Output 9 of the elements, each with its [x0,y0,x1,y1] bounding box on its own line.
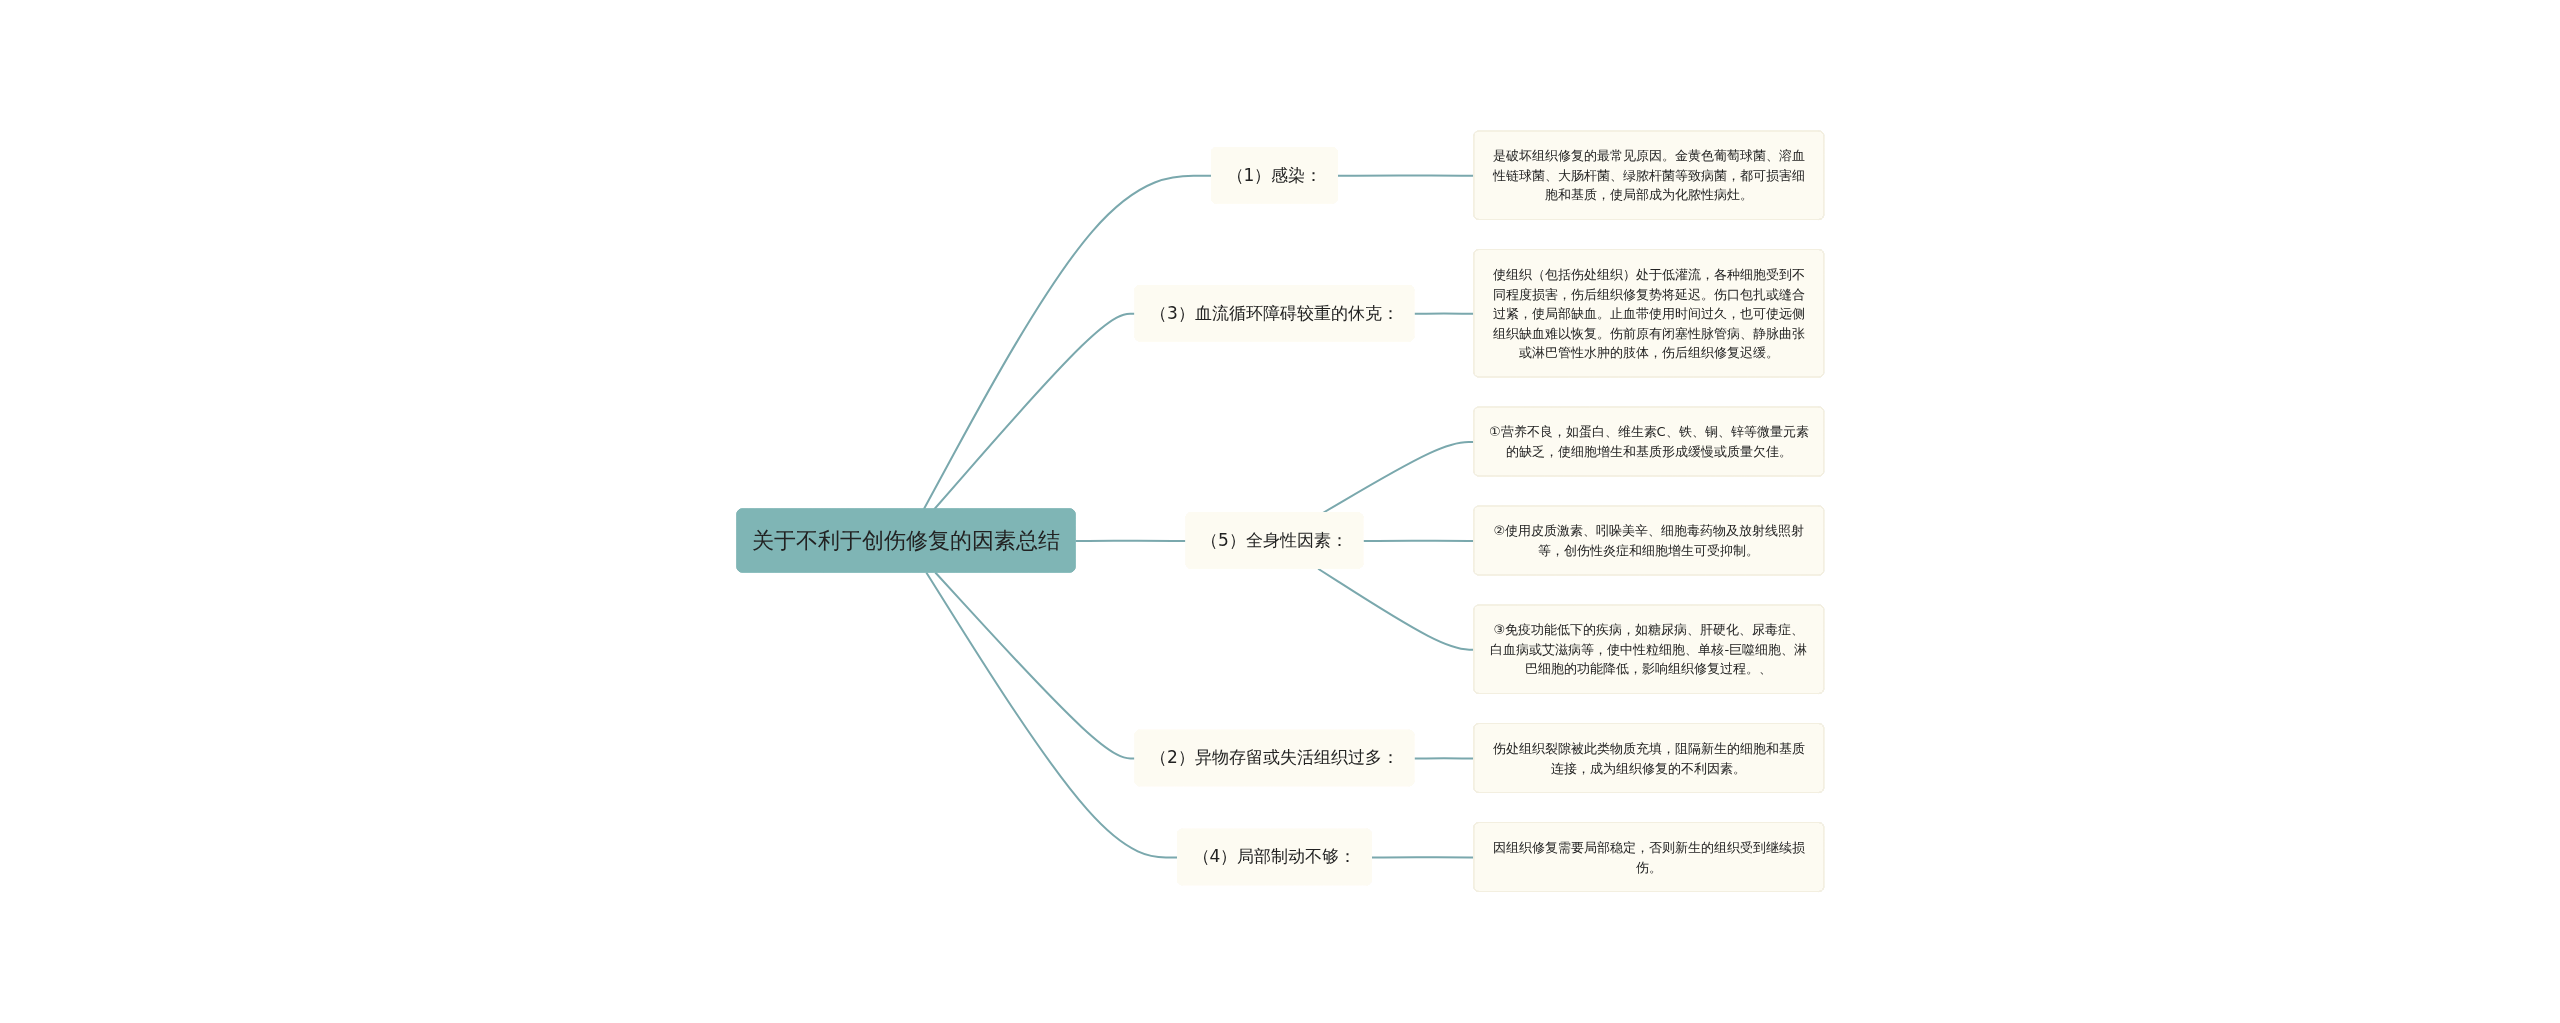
connector [1361,539,1475,543]
connector [1412,757,1475,760]
connector [1316,568,1475,651]
connector [1321,441,1475,515]
connector [924,571,1179,859]
connector [922,174,1213,511]
connector [1370,856,1475,859]
connector [1336,174,1475,177]
connector [1412,312,1475,315]
